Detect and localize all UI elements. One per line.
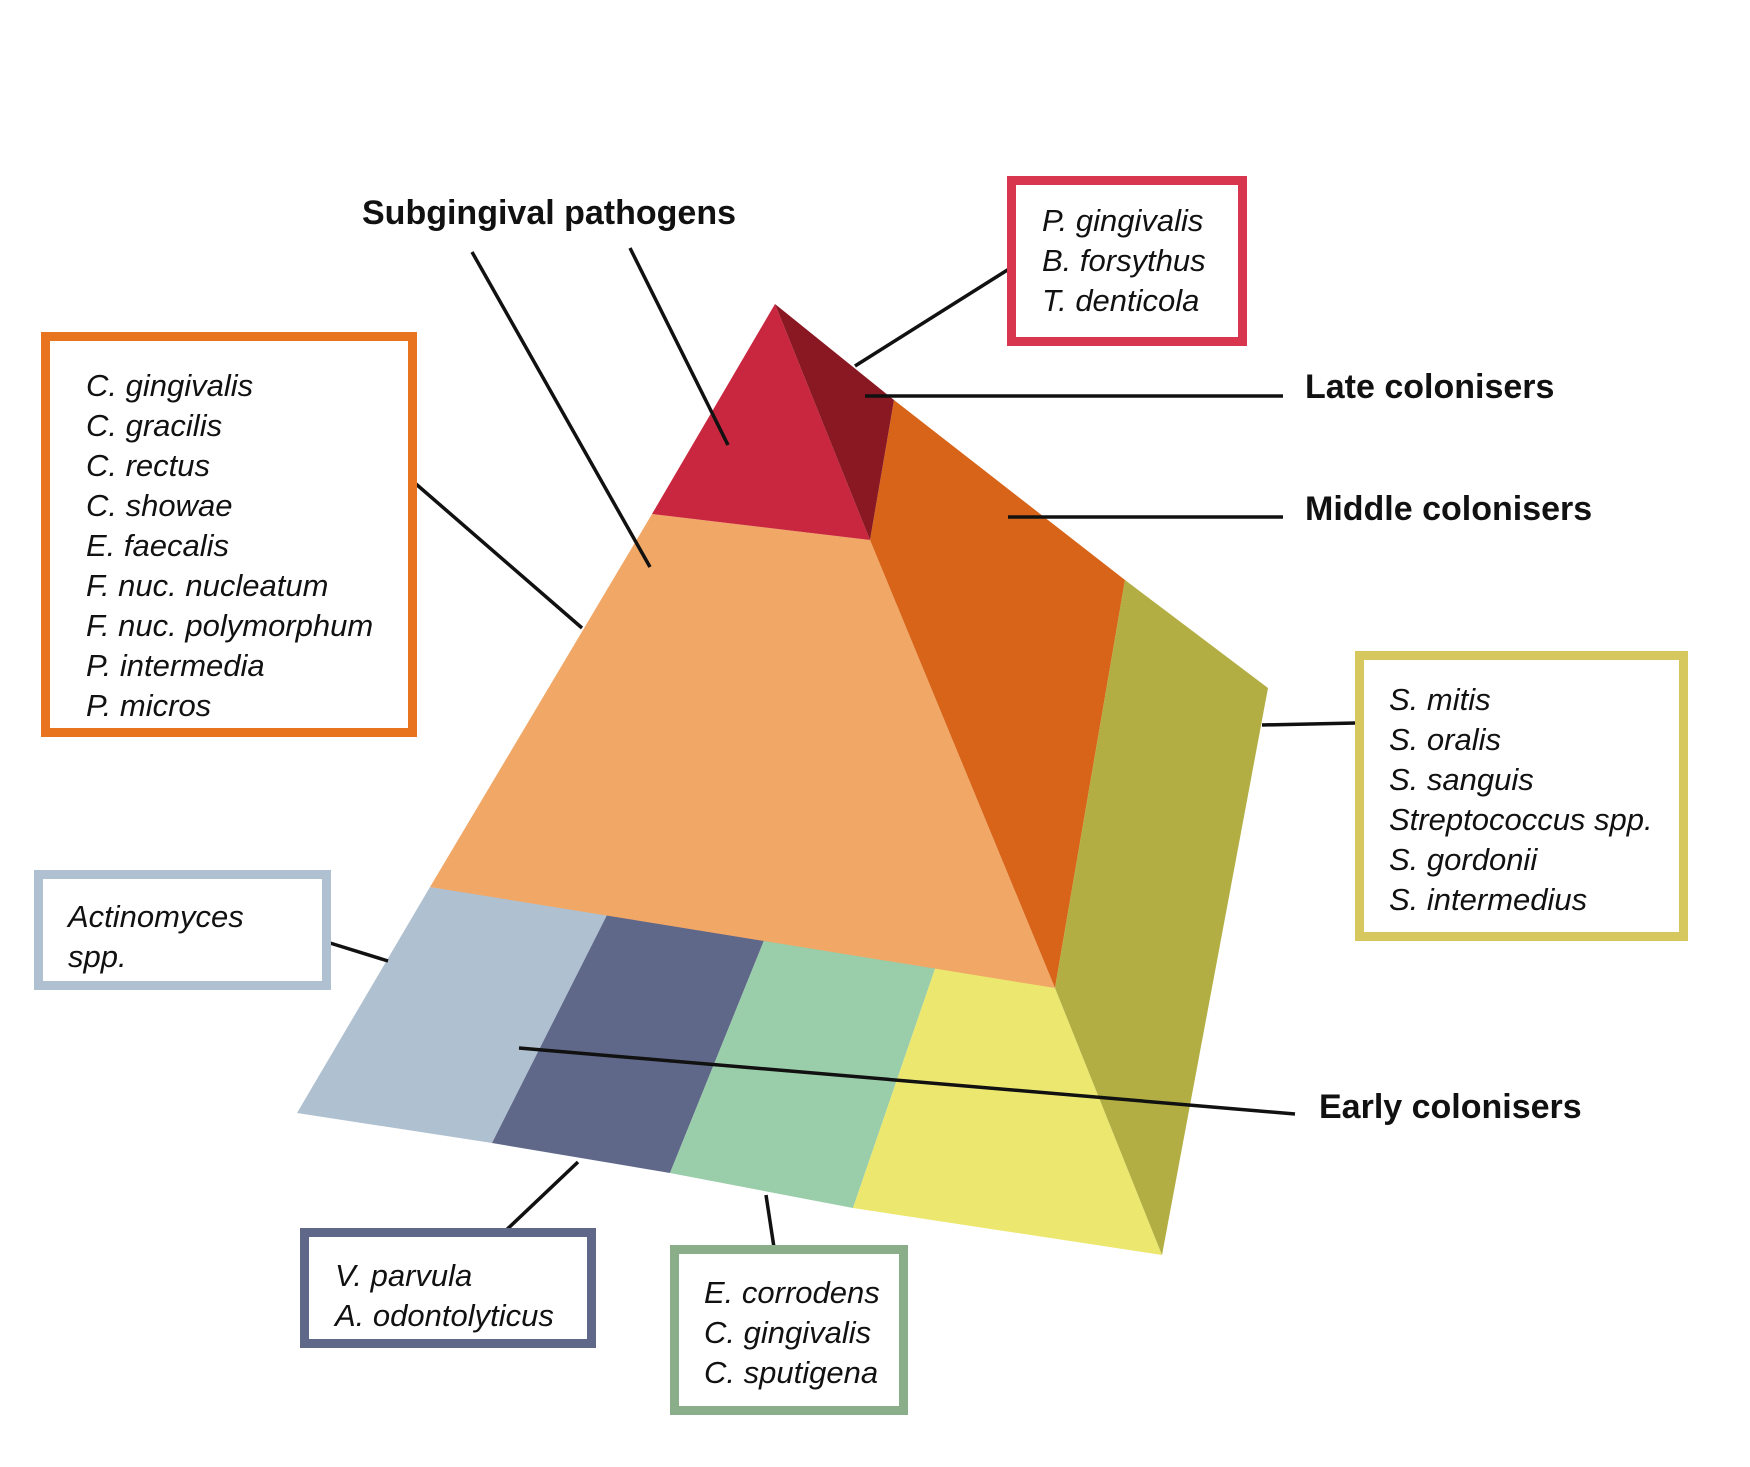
apex-side-face [775,304,894,540]
middle-side-face [870,400,1125,988]
species-name: S. sanguis [1389,762,1534,797]
subgingival-pathogens-label: Subgingival pathogens [362,194,737,232]
species-name: C. gracilis [86,408,223,443]
species-name: P. gingivalis [1042,203,1204,238]
actinomyces-species-box: Actinomyces spp. [34,870,331,990]
middle-colonisers-label: Middle colonisers [1305,490,1593,528]
eikenella-species-box: E. corrodens C. gingivalis C. sputigena [670,1245,908,1415]
species-name: C. sputigena [704,1355,879,1390]
species-name: S. mitis [1389,682,1491,717]
species-name: C. rectus [86,448,211,483]
leader-line-middle-box [414,482,584,630]
late-colonisers-species-box: P. gingivalis B. forsythus T. denticola [1007,176,1247,346]
leader-line-veillonella-box [498,1160,580,1238]
species-name: F. nuc. nucleatum [86,568,329,603]
species-name: S. intermedius [1389,882,1588,917]
species-name: V. parvula [335,1258,473,1293]
species-name: C. gingivalis [86,368,254,403]
leader-line-actinomyces-box [329,941,389,963]
species-name: Actinomyces [68,899,244,934]
late-colonisers-label: Late colonisers [1305,368,1555,406]
species-name: A. odontolyticus [335,1298,554,1333]
right-side-face [1055,580,1268,1255]
veillonella-species-box: V. parvula A. odontolyticus [300,1228,596,1348]
middle-colonisers-species-box: C. gingivalis C. gracilis C. rectus C. s… [41,332,417,737]
base-segment-yellow [853,963,1162,1255]
species-name: F. nuc. polymorphum [86,608,374,643]
species-name: Streptococcus spp. [1389,802,1653,837]
streptococci-species-box: S. mitis S. oralis S. sanguis Streptococ… [1355,651,1688,941]
early-colonisers-label: Early colonisers [1319,1088,1582,1126]
leader-line-subgingival-right [628,247,730,446]
species-name: P. micros [86,688,212,723]
species-name: S. gordonii [1389,842,1538,877]
middle-front-face [430,514,1055,988]
apex-front-face [652,304,870,540]
species-name: P. intermedia [86,648,265,683]
species-name: B. forsythus [1042,243,1206,278]
leader-line-early-colonisers [518,1046,1296,1116]
leader-line-eikenella-box [764,1194,777,1255]
species-name: S. oralis [1389,722,1501,757]
leader-line-streptococci-box [1261,721,1357,727]
species-name: E. corrodens [704,1275,880,1310]
leader-line-late-box [854,267,1010,368]
base-segment-navy [492,913,765,1173]
species-name: C. gingivalis [704,1315,872,1350]
species-name: T. denticola [1042,283,1200,318]
species-name: C. showae [86,488,233,523]
species-name: E. faecalis [86,528,230,563]
leader-line-subgingival-left [470,251,652,568]
base-segment-blue-grey [297,887,608,1143]
species-name: spp. [68,939,127,974]
